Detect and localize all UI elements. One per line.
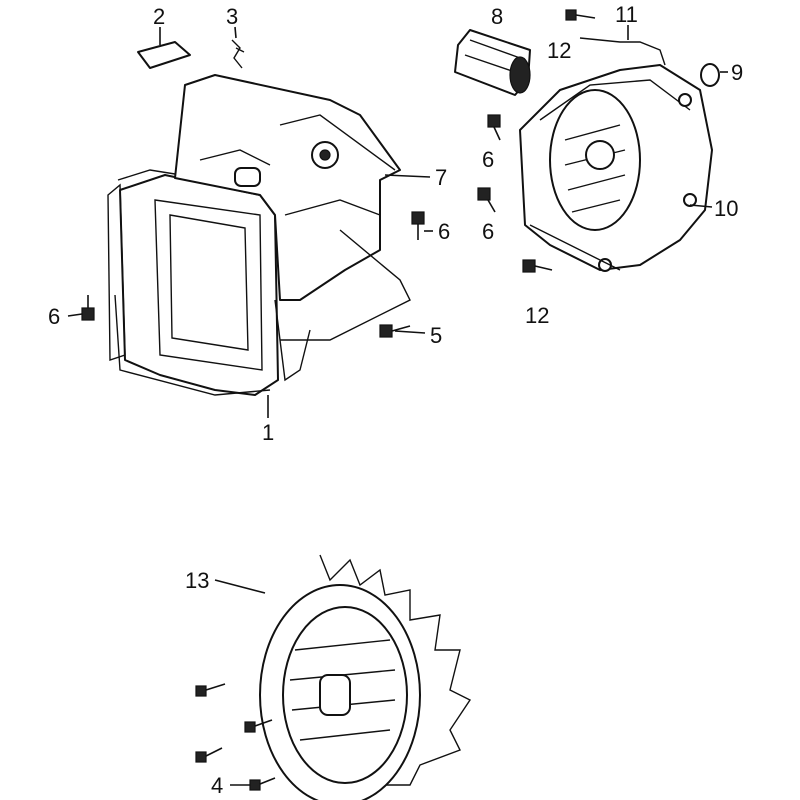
leader-lines: [67, 25, 728, 786]
shroud-frame-part-1: [107, 169, 279, 396]
grommet-part-9: [700, 63, 720, 87]
callout-5: 5: [430, 323, 442, 348]
bracket-part-11: [579, 37, 666, 66]
callout-7: 7: [435, 165, 447, 190]
callout-3: 3: [226, 4, 238, 29]
screws-part-4: [195, 683, 276, 791]
callout-4: 4: [211, 773, 223, 798]
cooling-fan-part-13: [259, 554, 472, 800]
callout-10: 10: [714, 196, 738, 221]
filter-part-8: [454, 29, 531, 96]
callout-labels: 2 3 8 11 12 9 6 7 10 6 6 12 6 5 1 13 4: [48, 2, 743, 798]
callout-9: 9: [731, 60, 743, 85]
cylinder-cover-part-7: [174, 74, 411, 382]
callout-8: 8: [491, 4, 503, 29]
callout-2: 2: [153, 4, 165, 29]
callout-11: 11: [615, 2, 638, 27]
callout-6-lower-right: 6: [482, 219, 494, 244]
screws-6-left: [81, 211, 425, 338]
callout-6-upper-right: 6: [482, 147, 494, 172]
callout-12-bottom: 12: [525, 303, 549, 328]
screws-right: [477, 9, 596, 273]
callout-1: 1: [262, 420, 274, 445]
fan-housing-part-10: [519, 64, 713, 272]
clip-part-3: [231, 39, 245, 69]
callout-13: 13: [185, 568, 209, 593]
callout-6-center: 6: [438, 219, 450, 244]
callout-6-left: 6: [48, 304, 60, 329]
callout-12-top: 12: [547, 38, 571, 63]
plate-part-2: [137, 41, 191, 69]
